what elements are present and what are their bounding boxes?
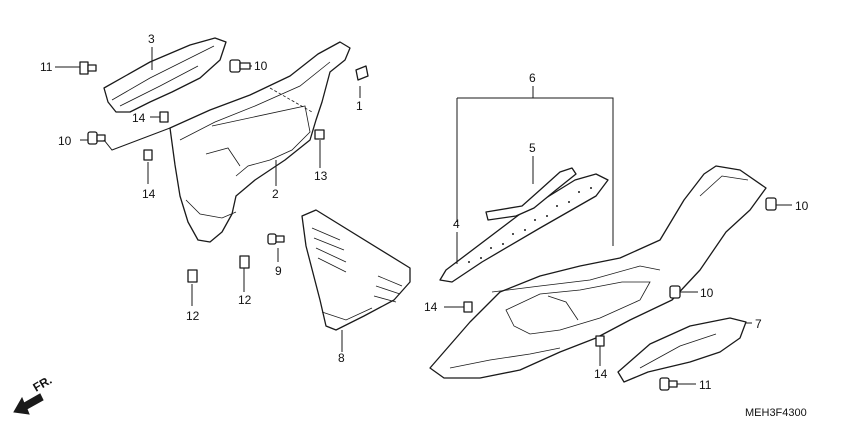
callout-6: 6 <box>529 71 536 85</box>
callout-11: 11 <box>699 378 712 392</box>
part-8-side-panel <box>301 209 411 331</box>
fastener-10-c <box>765 197 777 211</box>
clip-14-a <box>159 111 169 123</box>
fastener-12-b <box>239 255 250 269</box>
part-5-seal-strip <box>485 167 577 221</box>
fastener-11-b <box>659 377 678 391</box>
callout-11: 11 <box>40 60 53 74</box>
front-direction-arrow: FR. <box>13 373 55 415</box>
fastener-13 <box>314 129 325 140</box>
front-direction-label: FR. <box>31 373 55 395</box>
clip-14-d <box>595 335 605 347</box>
callout-10: 10 <box>795 199 809 213</box>
callout-1: 1 <box>356 99 363 113</box>
callout-12: 12 <box>238 293 252 307</box>
callout-2: 2 <box>272 187 279 201</box>
fastener-10-d <box>669 285 681 299</box>
callout-8: 8 <box>338 351 345 365</box>
callout-10: 10 <box>58 134 72 148</box>
callout-5: 5 <box>529 141 536 155</box>
callout-9: 9 <box>275 264 282 278</box>
fastener-11-a <box>79 61 97 75</box>
fastener-9 <box>267 233 285 245</box>
callout-12: 12 <box>186 309 200 323</box>
clip-14-b <box>143 149 153 161</box>
diagram-code: MEH3F4300 <box>745 407 807 419</box>
callout-14: 14 <box>142 187 156 201</box>
callout-14: 14 <box>594 367 608 381</box>
fastener-10-b <box>87 131 106 145</box>
callout-7: 7 <box>755 317 762 331</box>
part-2-side-cover <box>169 41 351 243</box>
callout-3: 3 <box>148 32 155 46</box>
part-4-inner-strip <box>439 173 609 283</box>
callout-10: 10 <box>254 59 268 73</box>
callout-13: 13 <box>314 169 328 183</box>
fastener-10-a <box>229 59 251 73</box>
fastener-1 <box>355 65 369 81</box>
callout-14: 14 <box>424 300 438 314</box>
callout-14: 14 <box>132 111 146 125</box>
callout-10: 10 <box>700 286 714 300</box>
part-6-rear-cowl <box>429 165 767 379</box>
part-3-upper-cover <box>103 37 227 113</box>
fastener-12-a <box>187 269 198 283</box>
clip-14-c <box>463 301 473 313</box>
leader-lines <box>55 47 792 385</box>
part-7-lower-trim <box>617 317 747 383</box>
callout-4: 4 <box>453 217 460 231</box>
